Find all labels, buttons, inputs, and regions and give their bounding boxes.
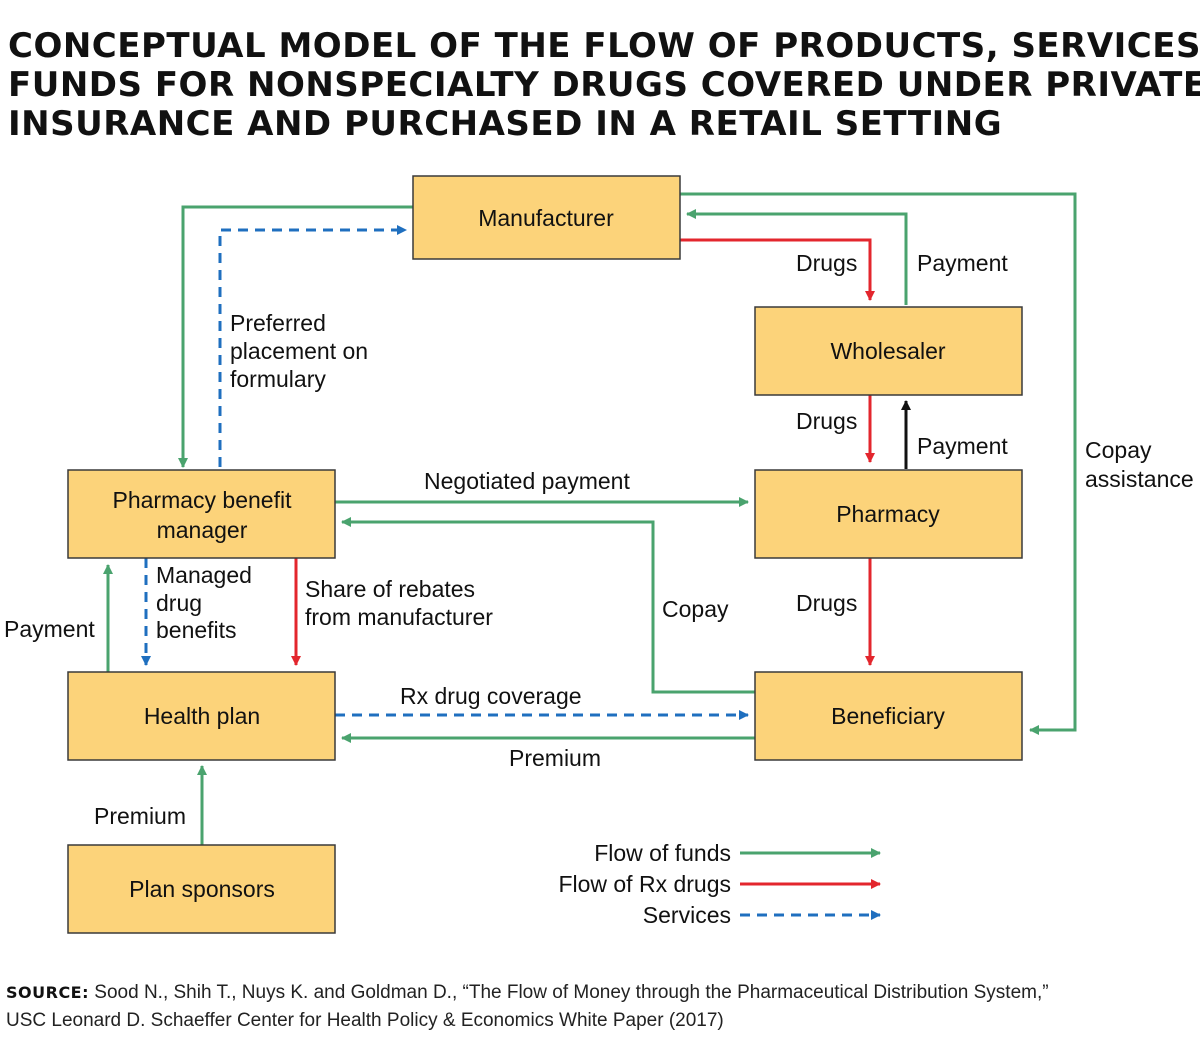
title-line-1: CONCEPTUAL MODEL OF THE FLOW OF PRODUCTS… bbox=[8, 26, 1200, 66]
label-beneficiary-pbm-copay: Copay bbox=[662, 596, 729, 622]
label-pbm-pharmacy-payment: Negotiated payment bbox=[424, 468, 630, 494]
label-managed-benefits-line-1: Managed bbox=[156, 562, 252, 588]
node-wholesaler-label: Wholesaler bbox=[830, 338, 945, 364]
source-line-1: SOURCE: Sood N., Shih T., Nuys K. and Go… bbox=[6, 982, 1049, 1003]
node-pbm: Pharmacy benefit manager bbox=[67, 469, 336, 559]
title-line-2: FUNDS FOR NONSPECIALTY DRUGS COVERED UND… bbox=[8, 65, 1200, 105]
label-healthplan-pbm-payment: Payment bbox=[4, 616, 95, 642]
node-manufacturer: Manufacturer bbox=[412, 175, 681, 260]
edge-manufacturer-to-beneficiary-copay-assistance bbox=[680, 192, 1077, 735]
edge-manufacturer-to-wholesaler-drugs bbox=[680, 238, 875, 301]
node-pharmacy-label: Pharmacy bbox=[836, 501, 940, 527]
label-sponsors-premium: Premium bbox=[94, 803, 186, 829]
source-text-1: Sood N., Shih T., Nuys K. and Goldman D.… bbox=[89, 982, 1049, 1003]
label-pharmacy-wholesaler-payment: Payment bbox=[917, 433, 1008, 459]
label-rx-drug-coverage: Rx drug coverage bbox=[400, 683, 582, 709]
node-health-plan: Health plan bbox=[67, 671, 336, 761]
legend: Flow of funds Flow of Rx drugs Services bbox=[558, 840, 881, 928]
node-pbm-label-line-1: Pharmacy benefit bbox=[113, 487, 293, 513]
label-rebates-line-1: Share of rebates bbox=[305, 576, 475, 602]
source-line-2: USC Leonard D. Schaeffer Center for Heal… bbox=[6, 1010, 724, 1031]
node-pharmacy: Pharmacy bbox=[754, 469, 1023, 559]
label-managed-benefits-line-2: drug bbox=[156, 590, 202, 616]
label-mfr-wholesaler-drugs: Drugs bbox=[796, 250, 857, 276]
label-beneficiary-premium: Premium bbox=[509, 745, 601, 771]
node-wholesaler: Wholesaler bbox=[754, 306, 1023, 396]
node-pbm-label-line-2: manager bbox=[157, 517, 248, 543]
label-copay-assistance-line-2: assistance bbox=[1085, 466, 1194, 492]
legend-drugs-label: Flow of Rx drugs bbox=[558, 871, 731, 897]
node-plan-sponsors: Plan sponsors bbox=[67, 844, 336, 934]
label-wholesaler-pharmacy-drugs: Drugs bbox=[796, 408, 857, 434]
source-prefix: SOURCE: bbox=[6, 983, 89, 1002]
legend-funds-label: Flow of funds bbox=[594, 840, 731, 866]
label-preferred-placement-line-2: placement on bbox=[230, 338, 368, 364]
node-beneficiary-label: Beneficiary bbox=[831, 703, 945, 729]
edge-wholesaler-to-manufacturer-payment bbox=[686, 209, 908, 305]
label-wholesaler-mfr-payment: Payment bbox=[917, 250, 1008, 276]
label-copay-assistance-line-1: Copay bbox=[1085, 437, 1152, 463]
node-beneficiary: Beneficiary bbox=[754, 671, 1023, 761]
edge-pbm-to-manufacturer-services bbox=[218, 225, 407, 467]
node-manufacturer-label: Manufacturer bbox=[478, 205, 614, 231]
label-pharmacy-beneficiary-drugs: Drugs bbox=[796, 590, 857, 616]
label-rebates-line-2: from manufacturer bbox=[305, 604, 493, 630]
label-preferred-placement-line-3: formulary bbox=[230, 366, 326, 392]
legend-services-label: Services bbox=[643, 902, 731, 928]
node-plan-sponsors-label: Plan sponsors bbox=[129, 876, 275, 902]
edge-manufacturer-to-pbm bbox=[178, 205, 413, 468]
label-preferred-placement-line-1: Preferred bbox=[230, 310, 326, 336]
edge-beneficiary-to-pbm-copay bbox=[341, 517, 755, 694]
title-line-3: INSURANCE AND PURCHASED IN A RETAIL SETT… bbox=[8, 104, 1002, 144]
label-managed-benefits-line-3: benefits bbox=[156, 617, 237, 643]
node-health-plan-label: Health plan bbox=[144, 703, 260, 729]
